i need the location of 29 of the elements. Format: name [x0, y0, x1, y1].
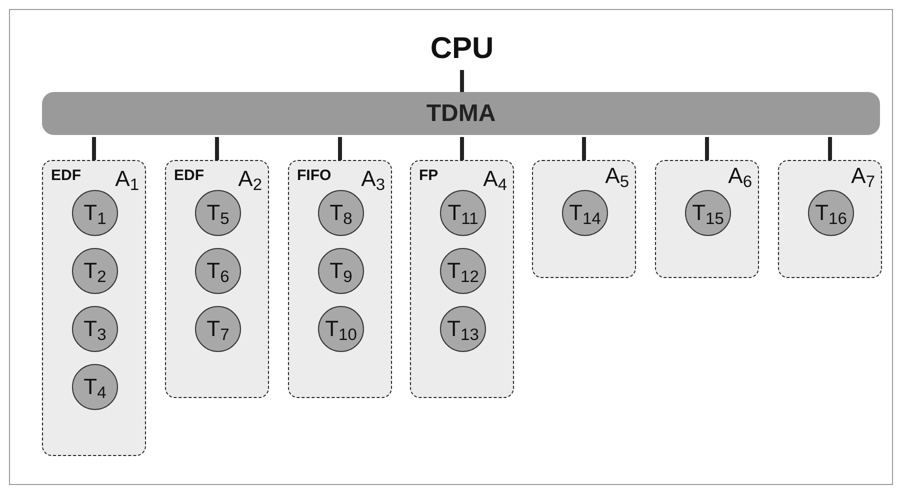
- scheduler-label: FIFO: [297, 166, 332, 186]
- application-box: [165, 160, 269, 398]
- application-box: [410, 160, 514, 398]
- application-label: A$_{1}$: [115, 168, 139, 190]
- connector-line: [215, 137, 219, 160]
- application-box: [778, 160, 882, 278]
- application-label: A$_{4}$: [483, 168, 507, 190]
- title-label: CPU: [430, 30, 494, 66]
- application-label: A$_{2}$: [238, 168, 262, 190]
- application-box: [655, 160, 759, 278]
- connector-line: [828, 137, 832, 160]
- connector-line: [92, 137, 96, 160]
- scheduler-label: FP: [419, 166, 438, 186]
- connector-line: [338, 137, 342, 160]
- application-label: A$_{6}$: [728, 165, 752, 187]
- scheduler-label: EDF: [51, 166, 81, 186]
- scheduler-label: EDF: [174, 166, 204, 186]
- bus-bar: [42, 92, 880, 135]
- application-label: A$_{7}$: [851, 165, 875, 187]
- application-box: [532, 160, 636, 278]
- application-box: [42, 160, 146, 456]
- connector-line: [460, 137, 464, 160]
- application-box: [288, 160, 392, 398]
- connector-line: [460, 70, 464, 92]
- bus-label: TDMA: [426, 98, 496, 128]
- connector-line: [582, 137, 586, 160]
- connector-line: [705, 137, 709, 160]
- application-label: A$_{5}$: [605, 165, 629, 187]
- application-label: A$_{3}$: [361, 168, 385, 190]
